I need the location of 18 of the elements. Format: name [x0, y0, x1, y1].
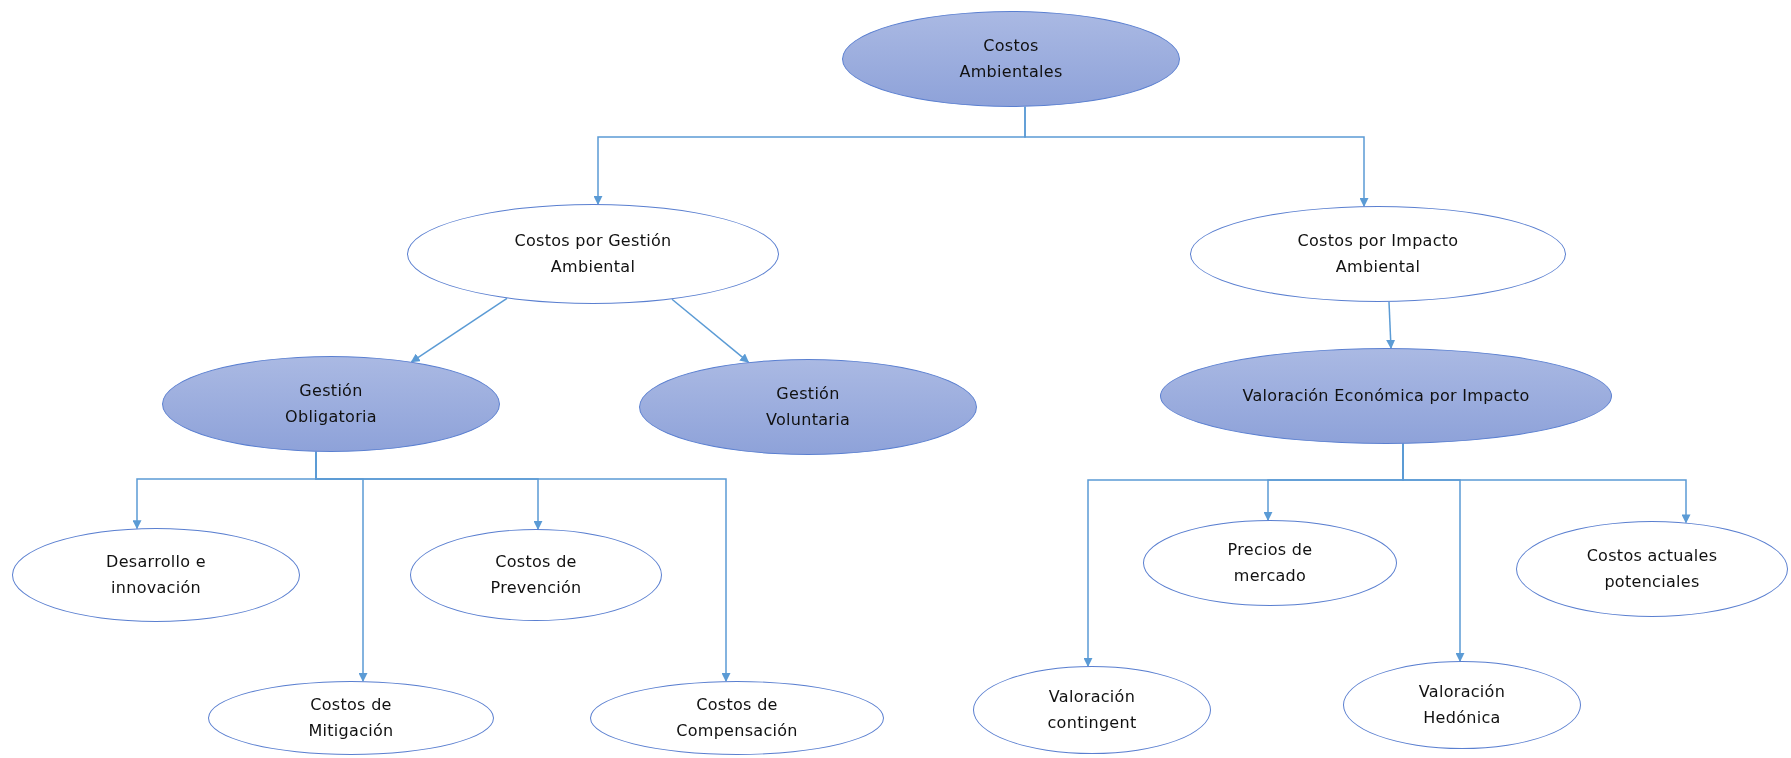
node-label: Gestión Obligatoria	[284, 380, 378, 428]
arrow	[1024, 106, 1369, 208]
node-label: Costos por Impacto Ambiental	[1296, 230, 1460, 278]
node-label: Valoración Económica por Impacto	[1241, 385, 1531, 407]
node-label: Costos de Prevención	[489, 551, 583, 599]
node-label: Costos de Compensación	[675, 694, 799, 742]
arrow	[1386, 301, 1396, 349]
arrow	[671, 298, 750, 363]
node-label: Costos de Mitigación	[307, 694, 395, 742]
arrow	[410, 297, 508, 363]
node-label: Valoración contingent	[1046, 686, 1138, 734]
node-label: Precios de mercado	[1226, 539, 1314, 587]
node-label: Costos por Gestión Ambiental	[513, 230, 673, 278]
node-label: Costos Ambientales	[958, 35, 1064, 83]
node-label: Desarrollo e innovación	[105, 551, 207, 599]
node-label: Gestión Voluntaria	[764, 383, 852, 431]
node-label: Valoración Hedónica	[1417, 681, 1507, 729]
node-label: Costos actuales potenciales	[1585, 545, 1719, 593]
